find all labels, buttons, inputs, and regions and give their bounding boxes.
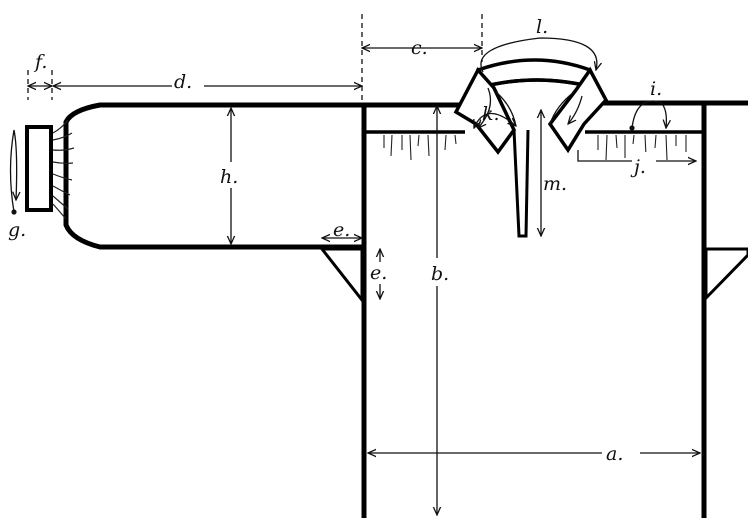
label-i: i. (650, 78, 662, 100)
underarm-gusset-right (704, 247, 748, 302)
dimension-lines (28, 14, 700, 515)
label-g: g. (8, 219, 26, 241)
label-b: b. (431, 263, 449, 285)
label-e-upper: e. (333, 219, 350, 241)
label-a: a. (606, 443, 623, 465)
underarm-gusset-left (318, 247, 364, 305)
label-k: k. (482, 103, 500, 125)
label-m: m. (543, 173, 567, 195)
shirt-body (318, 100, 748, 518)
collar-point-right (547, 66, 609, 154)
label-f: f. (33, 51, 47, 73)
label-c: c. (411, 37, 428, 59)
placket-slit (512, 129, 530, 238)
label-e-lower: e. (370, 262, 387, 284)
label-h: h. (220, 166, 238, 188)
collar (453, 58, 609, 238)
label-l: l. (536, 16, 548, 38)
cuff (25, 125, 53, 212)
sleeve (9, 102, 362, 250)
dimension-l-arc (480, 37, 597, 73)
dimension-k-arrow (474, 112, 516, 128)
collar-point-left (453, 66, 517, 155)
label-d: d. (174, 71, 192, 93)
label-j: j. (630, 156, 646, 178)
cuff-circumference-arrow (9, 129, 17, 213)
sleeve-gathers (52, 119, 75, 220)
labels: a. b. c. d. e. e. f. g. h. i. j. k. l. m… (8, 16, 662, 466)
body-gathers (383, 134, 687, 161)
sleeve-outline (63, 102, 362, 250)
dimension-j-line (577, 150, 696, 161)
dimension-i-arrow (631, 100, 666, 128)
